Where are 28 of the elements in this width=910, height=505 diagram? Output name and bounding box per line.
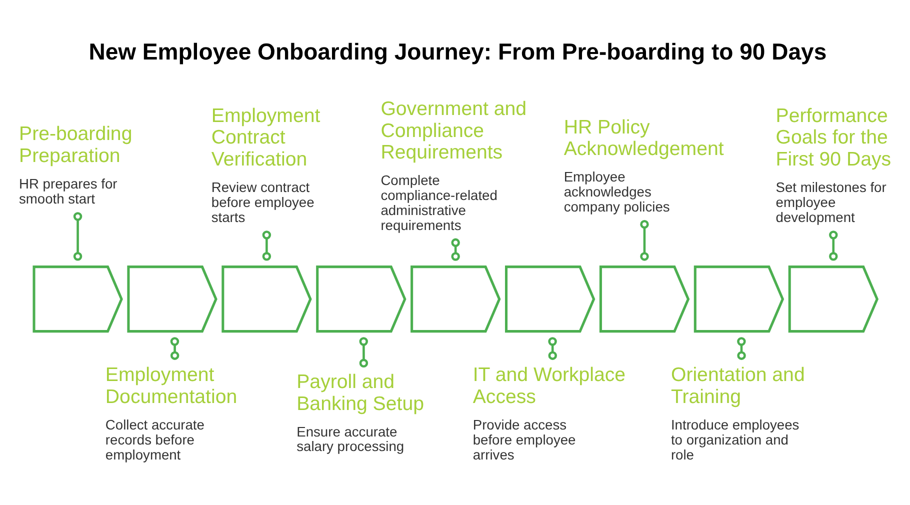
connector xyxy=(829,230,838,260)
node-text: Pre-boarding Preparation HR prepares for smooth start xyxy=(19,122,132,206)
node-chevron xyxy=(694,265,784,332)
connector xyxy=(640,219,649,260)
connector xyxy=(548,336,557,360)
node-text: HR Policy Acknowledgement Employee acknowledges company policies xyxy=(564,116,724,214)
node-chevron xyxy=(504,265,596,332)
node-chevron xyxy=(222,265,312,332)
node-chevron xyxy=(32,265,123,332)
node-chevron xyxy=(127,265,218,332)
connector xyxy=(73,212,82,260)
node-chevron xyxy=(410,265,501,332)
node-text: Government and Compliance Requirements Complete compliance-related administrative requirements xyxy=(380,97,527,233)
node-text: Payroll and Banking Setup Ensure accurate salary processing xyxy=(296,370,424,454)
node-text: Employment Documentation Collect accurate records before employment xyxy=(105,363,238,462)
connector xyxy=(170,336,180,360)
connector xyxy=(262,230,272,260)
node-chevron xyxy=(599,265,690,332)
node-text: Orientation and Training Introduce employees to organization and role xyxy=(670,363,805,462)
node-text: Performance Goals for the First 90 Days Set milestones for employee development xyxy=(776,104,892,225)
node-text: IT and Workplace Access Provide access before employee arrives xyxy=(472,363,626,462)
node-chevron xyxy=(788,265,879,332)
node-chevron xyxy=(316,265,406,332)
connector xyxy=(451,238,460,260)
connector xyxy=(737,336,746,360)
connector xyxy=(359,336,368,368)
node-text: Employment Contract Verification Review contract before employee starts xyxy=(211,104,320,225)
diagram-title: New Employee Onboarding Journey: From Pre-boarding to 90 Days xyxy=(88,38,827,64)
